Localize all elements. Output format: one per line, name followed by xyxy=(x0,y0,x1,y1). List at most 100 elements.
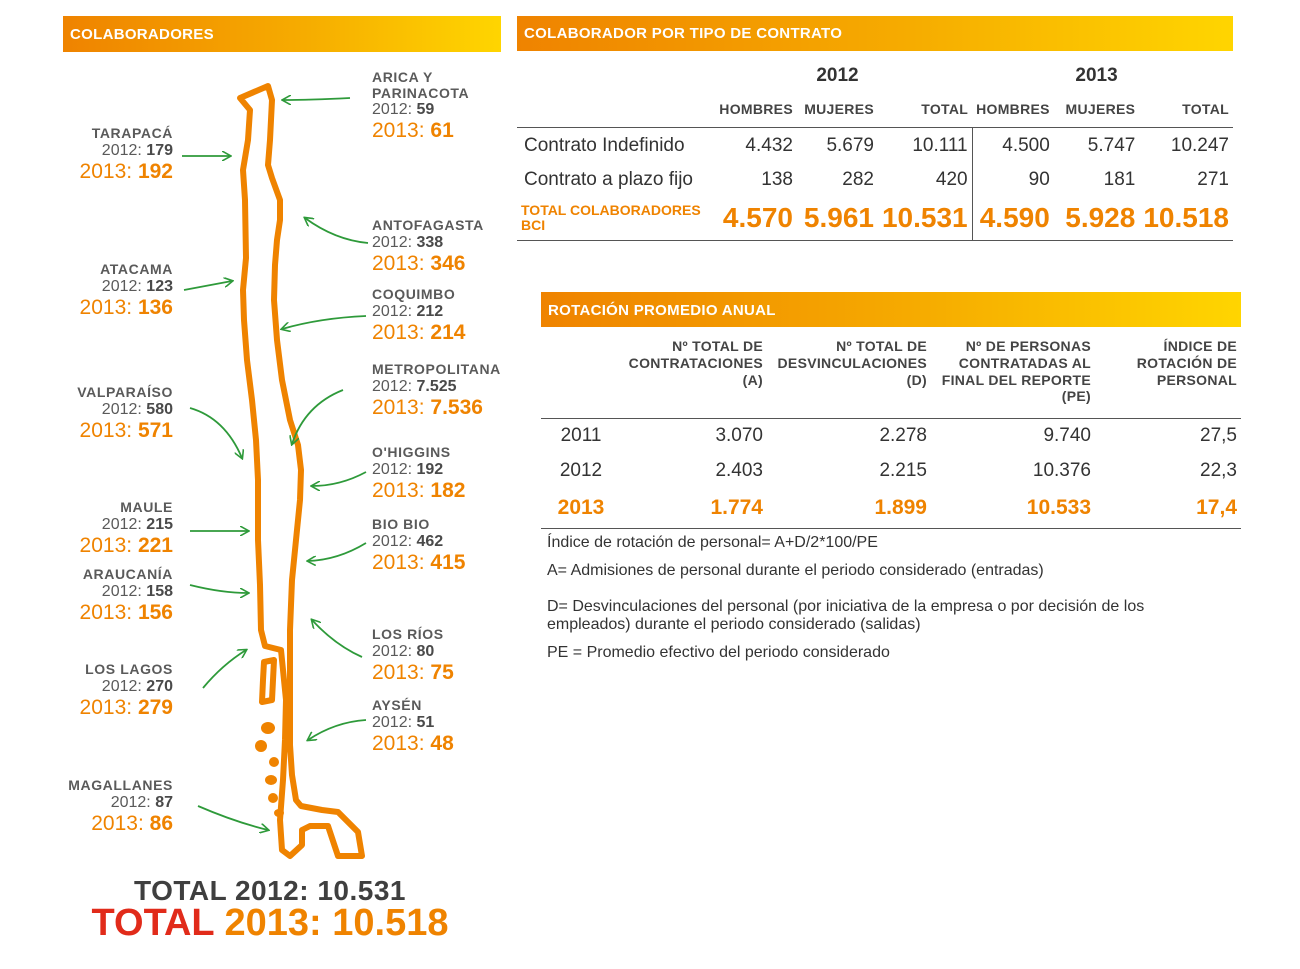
table-row: 2012 2.403 2.215 10.376 22,3 xyxy=(541,454,1241,488)
region-magallanes: MAGALLANES 2012: 87 2013: 86 xyxy=(3,777,173,835)
col-header: HOMBRES xyxy=(976,101,1050,118)
value-2013: 2013: 48 xyxy=(372,731,454,755)
row-label: Contrato a plazo fijo xyxy=(524,169,693,190)
island-dot xyxy=(261,722,275,734)
cell: 10.533 xyxy=(1026,495,1091,519)
region-name: LOS RÍOS xyxy=(372,626,444,642)
chile-map-figure xyxy=(182,83,369,859)
region-valparaiso: VALPARAÍSO 2012: 580 2013: 571 xyxy=(3,384,173,442)
year-2012-header: 2012 xyxy=(816,65,859,86)
region-losrios: LOS RÍOS 2012: 80 2013: 75 xyxy=(372,626,542,684)
rotation-table-banner: ROTACIÓN PROMEDIO ANUAL xyxy=(541,292,1241,327)
chile-map-outline xyxy=(237,83,365,859)
cell: 3.070 xyxy=(715,425,763,447)
value-2012: 2012: 462 xyxy=(372,532,444,550)
arrow-coquimbo xyxy=(282,315,367,329)
cell: 10.111 xyxy=(912,134,968,156)
value-2012: 2012: 192 xyxy=(372,460,444,478)
region-tarapaca: TARAPACÁ 2012: 179 2013: 192 xyxy=(3,125,173,183)
year-cell: 2011 xyxy=(560,425,602,447)
region-name: METROPOLITANA xyxy=(372,361,501,377)
arrow-biobio xyxy=(308,542,367,561)
value-2012: 2012: 80 xyxy=(372,642,435,660)
value-2013: 2013: 192 xyxy=(79,159,173,183)
region-ohiggins: O'HIGGINS 2012: 192 2013: 182 xyxy=(372,444,542,502)
value-2013: 2013: 136 xyxy=(79,295,173,319)
island-dot xyxy=(255,740,267,752)
total-cell: 10.518 xyxy=(1143,201,1229,233)
value-2012: 2012: 338 xyxy=(372,233,444,251)
value-2013: 2013: 86 xyxy=(91,811,173,835)
cell: 9.740 xyxy=(1043,425,1091,447)
cell: 10.247 xyxy=(1170,134,1229,156)
region-arrows xyxy=(182,98,369,830)
col-header: MUJERES xyxy=(804,101,874,118)
value-2012: 2012: 123 xyxy=(101,277,173,295)
contract-table: 2012 2013 HOMBRES MUJERES TOTAL HOMBRES … xyxy=(517,60,1233,241)
value-2012: 2012: 7.525 xyxy=(372,377,457,395)
cell: 4.500 xyxy=(971,127,1054,164)
chiloe-island-shape xyxy=(259,657,277,705)
value-2012: 2012: 87 xyxy=(110,793,173,811)
value-2012: 2012: 215 xyxy=(101,515,173,533)
year-cell: 2013 xyxy=(557,495,605,519)
cell: 2.403 xyxy=(715,460,763,481)
value-2013: 2013: 182 xyxy=(372,478,466,502)
value-2012: 2012: 580 xyxy=(101,400,173,418)
col-header: TOTAL xyxy=(1182,101,1229,118)
region-antofagasta: ANTOFAGASTA 2012: 338 2013: 346 xyxy=(372,217,542,275)
table-row: Contrato a plazo fijo 138 282 420 90 181… xyxy=(517,164,1233,196)
total-2012: TOTAL 2012: 10.531 xyxy=(133,875,407,906)
region-name: TARAPACÁ xyxy=(91,125,173,141)
value-2013: 2013: 75 xyxy=(372,660,454,684)
cell: 10.376 xyxy=(1032,460,1091,481)
value-2012: 2012: 212 xyxy=(372,302,444,320)
region-name: ATACAMA xyxy=(100,261,173,277)
cell: 1.774 xyxy=(710,495,763,519)
cell: 27,5 xyxy=(1200,425,1237,447)
region-name: MAULE xyxy=(120,499,173,515)
value-2012: 2012: 59 xyxy=(372,101,435,119)
arrow-magallanes xyxy=(197,805,268,830)
col-header: TOTAL xyxy=(921,101,969,118)
col-header: HOMBRES xyxy=(719,101,793,118)
arrow-ohiggins xyxy=(312,471,367,486)
value-2013: 2013: 61 xyxy=(372,119,454,143)
arrow-arica xyxy=(283,98,351,100)
island-dot xyxy=(269,757,279,767)
region-metropolitana: METROPOLITANA 2012: 7.525 2013: 7.536 xyxy=(372,361,542,419)
total-cell: 5.961 xyxy=(803,201,874,233)
total-cell: 4.590 xyxy=(971,196,1054,240)
cell: 4.432 xyxy=(745,134,793,156)
cell: 5.747 xyxy=(1087,134,1136,156)
cell: 138 xyxy=(761,169,793,190)
total-2013-value: 2013: 10.518 xyxy=(224,902,449,944)
table-row: Contrato Indefinido 4.432 5.679 10.111 4… xyxy=(517,127,1233,164)
year-2013-header: 2013 xyxy=(1075,65,1118,86)
note-desvinculaciones: D= Desvinculaciones del personal (por in… xyxy=(547,598,1145,633)
region-biobio: BIO BIO 2012: 462 2013: 415 xyxy=(372,516,542,574)
year-cell: 2012 xyxy=(559,460,603,481)
cell: 17,4 xyxy=(1196,495,1237,519)
cell: 271 xyxy=(1197,169,1229,190)
table-row-highlight: 2013 1.774 1.899 10.533 17,4 xyxy=(541,488,1241,528)
total-2013-label: TOTAL xyxy=(91,902,214,944)
col-header: MUJERES xyxy=(1065,101,1136,118)
cell: 5.679 xyxy=(826,134,874,156)
island-dot xyxy=(265,775,277,785)
region-maule: MAULE 2012: 215 2013: 221 xyxy=(3,499,173,557)
region-name: O'HIGGINS xyxy=(372,444,451,460)
total-cell: 4.570 xyxy=(722,201,793,233)
arrow-losrios xyxy=(312,620,363,658)
arrow-valparaiso xyxy=(189,407,242,458)
region-loslagos: LOS LAGOS 2012: 270 2013: 279 xyxy=(3,661,173,719)
arrow-araucania xyxy=(189,584,248,593)
arrow-antofagasta xyxy=(305,218,369,244)
value-2012: 2012: 270 xyxy=(101,677,173,695)
region-name: VALPARAÍSO xyxy=(77,384,173,400)
contract-table-banner: COLABORADOR POR TIPO DE CONTRATO xyxy=(517,16,1233,51)
region-name: ARICA Y PARINACOTA xyxy=(372,69,470,101)
arrow-atacama xyxy=(183,281,232,291)
